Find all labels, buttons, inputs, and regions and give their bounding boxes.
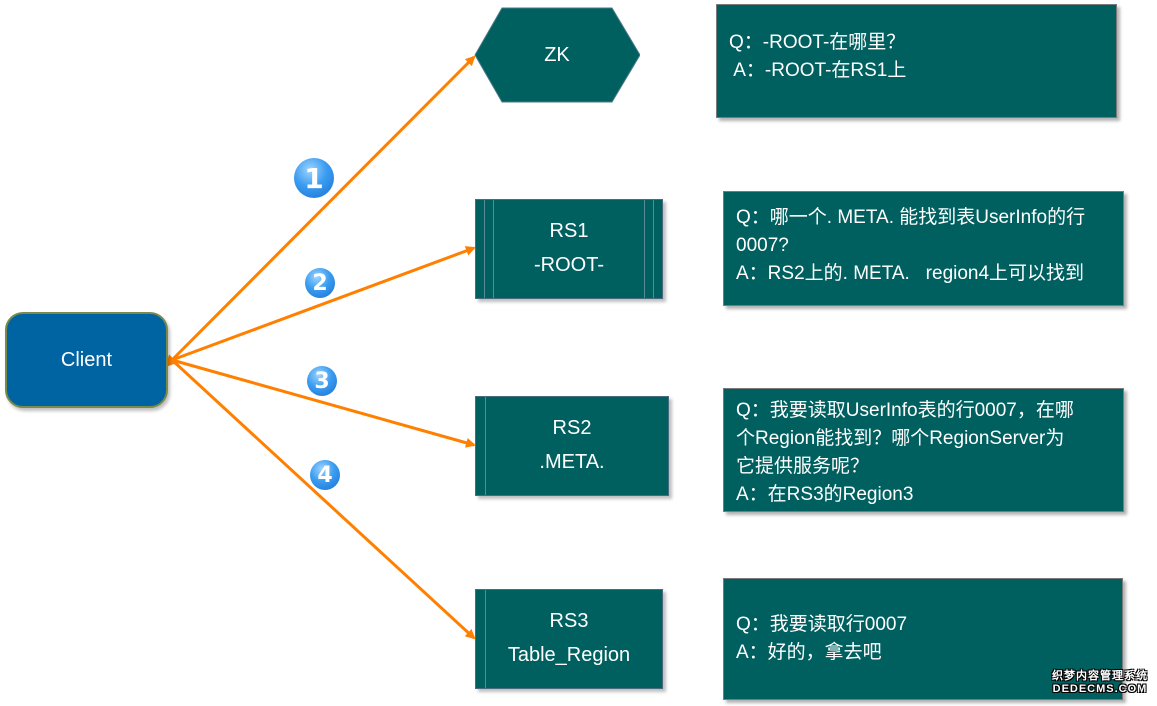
step-badge-2: 2 (305, 268, 335, 298)
arrow-step-3 (171, 358, 476, 448)
qa-line: Q：-ROOT-在哪里？ (729, 32, 906, 53)
client-label: Client (60, 348, 113, 371)
qa-line: 0007? (736, 235, 789, 256)
divider (485, 397, 486, 495)
arrow-step-2 (171, 246, 476, 362)
zk-label: ZK (544, 43, 570, 66)
rs3-node: RS3 Table_Region (475, 589, 663, 689)
qa-line: 它提供服务呢？ (736, 456, 870, 477)
rs2-subtitle: .META. (539, 451, 605, 473)
step-badge-4: 4 (310, 460, 340, 490)
rs2-title: RS2 (552, 417, 592, 439)
rs2-node: RS2 .META. (475, 396, 669, 496)
qa-line: Q：我要读取UserInfo表的行0007，在哪 (736, 400, 1074, 421)
rs1-subtitle: -ROOT- (534, 254, 604, 276)
qa-line: A：RS2上的. META. region4上可以找到 (736, 263, 1085, 284)
divider (484, 200, 485, 298)
qa-box-rs1: Q：哪一个. META. 能找到表UserInfo的行 0007? A：RS2上… (723, 191, 1124, 306)
arrow-step-1 (164, 55, 476, 368)
client-node: Client (5, 312, 168, 408)
watermark-line2: DEDECMS.COM (1052, 683, 1148, 695)
qa-line: Q：哪一个. META. 能找到表UserInfo的行 (736, 207, 1086, 228)
qa-line: 个Region能找到？哪个RegionServer为 (736, 428, 1065, 449)
qa-line: Q：我要读取行0007 (736, 614, 908, 635)
rs3-subtitle: Table_Region (507, 644, 631, 666)
qa-box-rs2: Q：我要读取UserInfo表的行0007，在哪 个Region能找到？哪个Re… (723, 388, 1124, 512)
divider (644, 200, 645, 298)
watermark: 织梦内容管理系统 DEDECMS.COM (1046, 670, 1154, 696)
divider (653, 200, 654, 298)
qa-line: A：-ROOT-在RS1上 (729, 60, 907, 81)
divider (485, 590, 486, 688)
step-badge-1: 1 (294, 158, 334, 198)
qa-box-rs3: Q：我要读取行0007 A：好的，拿去吧 (723, 578, 1123, 700)
divider (493, 200, 494, 298)
qa-line: A：在RS3的Region3 (736, 484, 914, 505)
arrow-step-4 (170, 358, 476, 640)
step-badge-3: 3 (307, 366, 337, 396)
hexagon-shape (474, 7, 640, 103)
qa-line: A：好的，拿去吧 (736, 642, 882, 663)
rs1-node: RS1 -ROOT- (475, 199, 663, 299)
rs3-title: RS3 (549, 610, 589, 632)
qa-box-zk: Q：-ROOT-在哪里？ A：-ROOT-在RS1上 (716, 4, 1117, 118)
watermark-line1: 织梦内容管理系统 (1052, 670, 1148, 682)
zk-node: ZK (474, 6, 640, 104)
rs1-title: RS1 (549, 220, 589, 242)
